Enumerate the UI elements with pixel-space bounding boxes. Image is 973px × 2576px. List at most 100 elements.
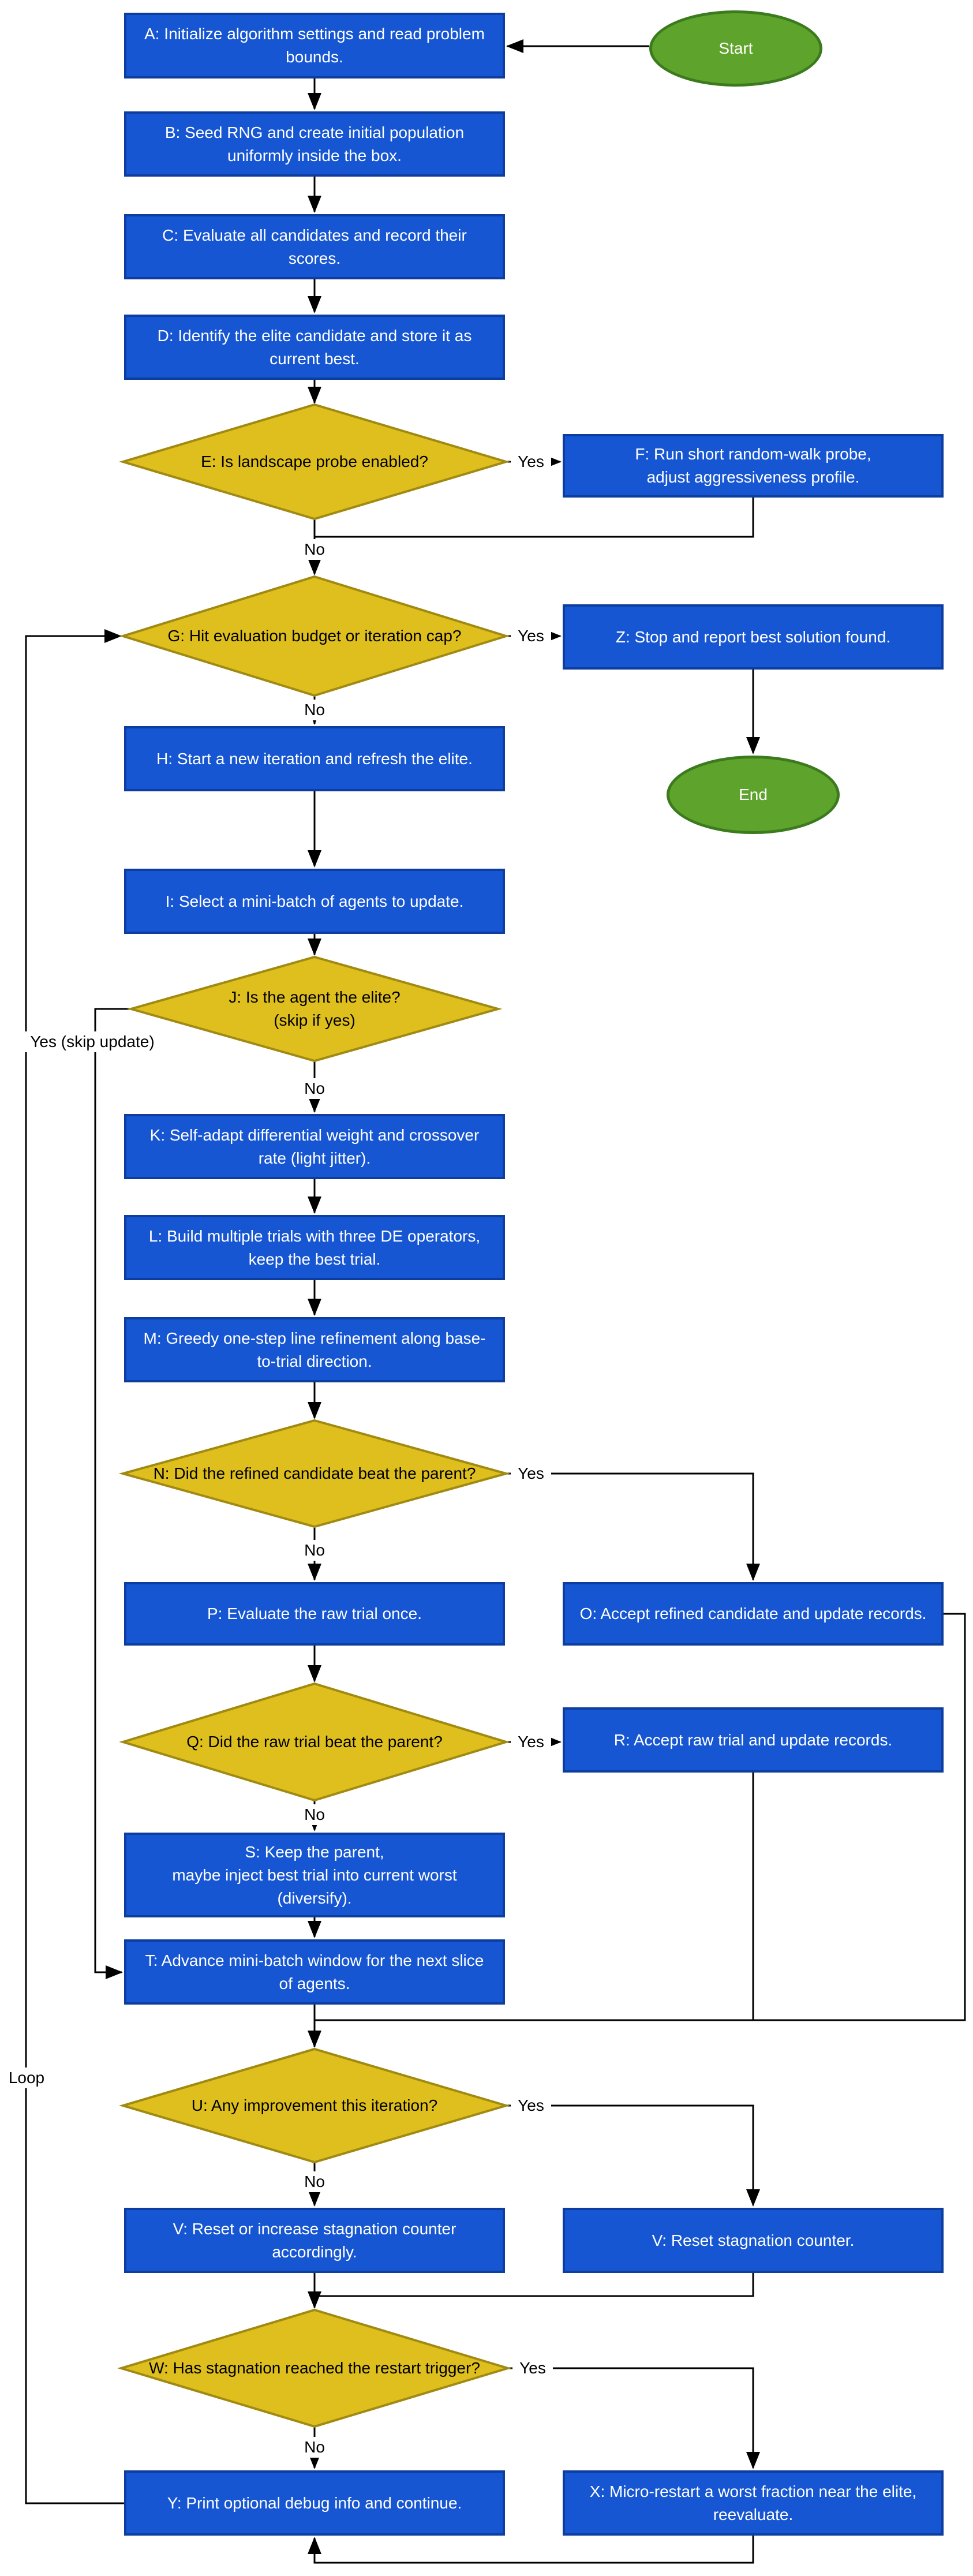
decision-w: W: Has stagnation reached the restart tr… — [141, 2339, 488, 2397]
edge-label-q-yes: Yes — [511, 1732, 551, 1752]
node-t: T: Advance mini-batch window for the nex… — [124, 1939, 505, 2005]
node-i: I: Select a mini-batch of agents to upda… — [124, 869, 505, 934]
edge-label-g-no-text: No — [304, 701, 325, 719]
edge-u-v2-yes — [506, 2104, 760, 2207]
edge-label-n-yes: Yes — [511, 1463, 551, 1484]
node-l-label: L: Build multiple trials with three DE o… — [148, 1227, 481, 1268]
edge-label-w-no: No — [294, 2437, 335, 2458]
decision-g-label: G: Hit evaluation budget or iteration ca… — [167, 627, 462, 645]
edge-label-j-no-text: No — [304, 1079, 325, 1097]
edge-n-o-yes — [506, 1472, 760, 1581]
node-t-label: T: Advance mini-batch window for the nex… — [145, 1951, 484, 1992]
edge-label-g-yes-text: Yes — [518, 627, 544, 645]
edge-label-e-no: No — [294, 539, 335, 560]
node-z-label: Z: Stop and report best solution found. — [615, 627, 891, 646]
decision-q-shape — [119, 1682, 510, 1802]
edge-f-return — [315, 498, 754, 538]
edge-label-u-no-text: No — [304, 2173, 325, 2190]
edge-label-q-yes-text: Yes — [518, 1733, 544, 1751]
edge-y-g-loop — [25, 629, 124, 2504]
edge-label-e-yes: Yes — [511, 451, 551, 472]
node-b-label: B: Seed RNG and create initial populatio… — [164, 123, 465, 164]
node-a: A: Initialize algorithm settings and rea… — [124, 13, 505, 78]
edge-j-t-skip — [94, 1008, 131, 1979]
decision-u-label: U: Any improvement this iteration? — [191, 2096, 438, 2114]
edge-label-e-yes-text: Yes — [518, 453, 544, 470]
node-p: P: Evaluate the raw trial once. — [124, 1582, 505, 1646]
node-k-label: K: Self-adapt differential weight and cr… — [149, 1126, 480, 1167]
node-b: B: Seed RNG and create initial populatio… — [124, 111, 505, 177]
node-end: End — [667, 756, 840, 834]
edge-label-g-yes: Yes — [511, 626, 551, 646]
decision-u-shape — [118, 2047, 511, 2164]
decision-n-shape — [118, 1419, 511, 1528]
node-h-label: H: Start a new iteration and refresh the… — [156, 749, 473, 768]
edge-label-q-no: No — [294, 1804, 335, 1825]
decision-n: N: Did the refined candidate beat the pa… — [141, 1445, 488, 1502]
node-d: D: Identify the elite candidate and stor… — [124, 315, 505, 380]
edge-o-merge — [315, 1613, 966, 2021]
node-r-label: R: Accept raw trial and update records. — [613, 1730, 893, 1749]
node-h: H: Start a new iteration and refresh the… — [124, 726, 505, 791]
node-d-label: D: Identify the elite candidate and stor… — [157, 326, 472, 368]
node-f: F: Run short random-walk probe, adjust a… — [563, 434, 944, 498]
edge-label-w-yes-text: Yes — [519, 2359, 546, 2377]
edge-label-u-yes: Yes — [511, 2095, 551, 2116]
edge-label-u-yes-text: Yes — [518, 2096, 544, 2114]
node-start: Start — [649, 10, 822, 87]
edge-label-n-no-text: No — [304, 1541, 325, 1559]
node-m: M: Greedy one-step line refinement along… — [124, 1317, 505, 1382]
decision-e-shape — [119, 403, 510, 521]
node-m-label: M: Greedy one-step line refinement along… — [143, 1329, 486, 1370]
edge-label-loop-text: Loop — [8, 2069, 45, 2087]
node-c: C: Evaluate all candidates and record th… — [124, 214, 505, 279]
node-x: X: Micro-restart a worst fraction near t… — [563, 2470, 944, 2536]
decision-q-label: Q: Did the raw trial beat the parent? — [186, 1733, 443, 1751]
edge-label-j-no: No — [294, 1078, 335, 1099]
node-x-label: X: Micro-restart a worst fraction near t… — [589, 2482, 917, 2523]
decision-w-shape — [117, 2308, 512, 2428]
edge-label-e-no-text: No — [304, 540, 325, 558]
decision-j-shape — [126, 955, 503, 1063]
decision-q: Q: Did the raw trial beat the parent? — [141, 1713, 488, 1771]
edge-label-q-no-text: No — [304, 1805, 325, 1823]
edge-v2-merge — [315, 2273, 754, 2297]
node-y: Y: Print optional debug info and continu… — [124, 2470, 505, 2536]
decision-g-shape — [119, 575, 510, 697]
edge-label-j-yes-skip: Yes (skip update) — [23, 1031, 162, 1052]
node-v1-label: V: Reset or increase stagnation counter … — [173, 2219, 456, 2261]
node-c-label: C: Evaluate all candidates and record th… — [162, 226, 467, 267]
edge-label-n-yes-text: Yes — [518, 1464, 544, 1482]
decision-e-label: E: Is landscape probe enabled? — [201, 453, 428, 470]
decision-w-label: W: Has stagnation reached the restart tr… — [149, 2359, 480, 2377]
node-o-label: O: Accept refined candidate and update r… — [579, 1605, 927, 1622]
edge-label-w-no-text: No — [304, 2438, 325, 2456]
node-o: O: Accept refined candidate and update r… — [563, 1582, 944, 1646]
edge-label-loop: Loop — [1, 2067, 52, 2088]
node-start-label: Start — [718, 39, 753, 57]
edge-label-w-yes: Yes — [512, 2358, 553, 2379]
edge-label-g-no: No — [294, 700, 335, 720]
edge-label-u-no: No — [294, 2171, 335, 2192]
node-i-label: I: Select a mini-batch of agents to upda… — [165, 892, 464, 910]
decision-n-label: N: Did the refined candidate beat the pa… — [153, 1464, 476, 1482]
node-s-label: S: Keep the parent, maybe inject best tr… — [172, 1842, 457, 1907]
decision-g: G: Hit evaluation budget or iteration ca… — [141, 607, 488, 665]
node-v2: V: Reset stagnation counter. — [563, 2208, 944, 2273]
decision-j: J: Is the agent the elite? (skip if yes) — [141, 980, 488, 1038]
edge-label-j-yes-skip-text: Yes (skip update) — [30, 1033, 155, 1050]
node-y-label: Y: Print optional debug info and continu… — [167, 2493, 462, 2512]
edge-label-n-no: No — [294, 1540, 335, 1561]
edge-x-y-return — [308, 2536, 754, 2564]
node-k: K: Self-adapt differential weight and cr… — [124, 1114, 505, 1179]
node-s: S: Keep the parent, maybe inject best tr… — [124, 1833, 505, 1917]
node-z: Z: Stop and report best solution found. — [563, 604, 944, 670]
node-v2-label: V: Reset stagnation counter. — [652, 2231, 855, 2249]
node-f-label: F: Run short random-walk probe, adjust a… — [635, 445, 871, 486]
decision-u: U: Any improvement this iteration? — [141, 2077, 488, 2134]
node-p-label: P: Evaluate the raw trial once. — [207, 1605, 422, 1622]
node-l: L: Build multiple trials with three DE o… — [124, 1215, 505, 1280]
node-v1: V: Reset or increase stagnation counter … — [124, 2208, 505, 2273]
node-a-label: A: Initialize algorithm settings and rea… — [144, 25, 485, 66]
